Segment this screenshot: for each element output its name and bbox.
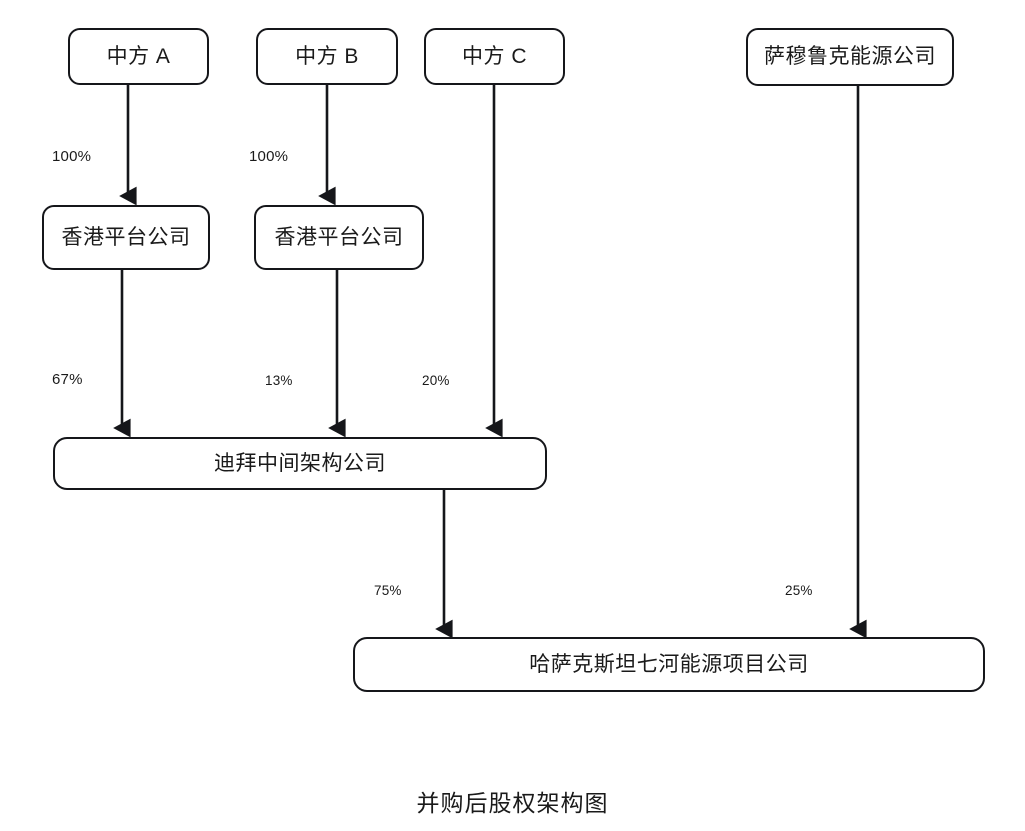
- edge-label-dubai-to-project: 75%: [374, 583, 402, 598]
- node-cn-c[interactable]: 中方 C: [424, 28, 565, 85]
- edge-label-samruk-to-project: 25%: [785, 583, 813, 598]
- node-samruk-label: 萨穆鲁克能源公司: [764, 45, 936, 69]
- node-cn-a[interactable]: 中方 A: [68, 28, 209, 85]
- node-samruk[interactable]: 萨穆鲁克能源公司: [746, 28, 954, 86]
- node-project[interactable]: 哈萨克斯坦七河能源项目公司: [353, 637, 985, 692]
- node-hk-1-label: 香港平台公司: [61, 225, 191, 249]
- node-hk-2[interactable]: 香港平台公司: [254, 205, 424, 270]
- node-cn-b-label: 中方 B: [295, 44, 359, 68]
- diagram-caption: 并购后股权架构图: [416, 790, 609, 816]
- node-dubai[interactable]: 迪拜中间架构公司: [53, 437, 547, 490]
- node-hk-1[interactable]: 香港平台公司: [42, 205, 210, 270]
- edge-label-hk-2-to-dubai: 13%: [265, 373, 293, 388]
- node-dubai-label: 迪拜中间架构公司: [214, 451, 386, 475]
- node-cn-a-label: 中方 A: [106, 44, 171, 68]
- edge-label-cn-c-to-dubai: 20%: [422, 373, 450, 388]
- node-cn-c-label: 中方 C: [462, 44, 527, 68]
- edge-label-cn-a-to-hk-1: 100%: [52, 148, 92, 165]
- node-hk-2-label: 香港平台公司: [274, 225, 404, 249]
- edge-label-cn-b-to-hk-2: 100%: [249, 148, 289, 165]
- node-project-label: 哈萨克斯坦七河能源项目公司: [529, 652, 809, 676]
- edge-label-hk-1-to-dubai: 67%: [52, 371, 83, 388]
- node-cn-b[interactable]: 中方 B: [256, 28, 398, 85]
